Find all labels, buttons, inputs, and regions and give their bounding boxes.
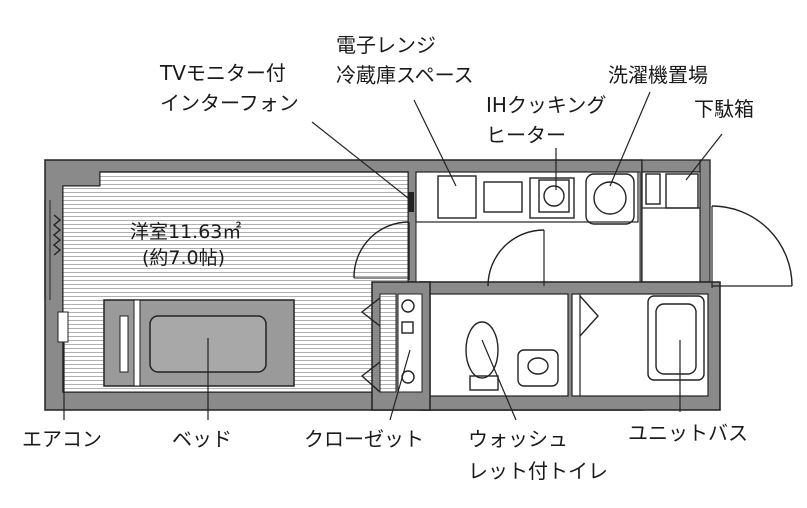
entrance-door — [711, 205, 793, 288]
label-toilet-line2: レット付トイレ — [468, 459, 608, 483]
room-name-area: 洋室11.63㎡ — [130, 220, 241, 243]
label-ih-line1: IHクッキング — [486, 93, 606, 117]
kitchen-area — [415, 171, 641, 283]
bedroom-door — [353, 221, 410, 280]
toilet — [465, 321, 559, 391]
label-shoe-box: 下駄箱 — [694, 97, 754, 121]
bed — [103, 299, 295, 387]
label-microwave-line2: 冷蔵庫スペース — [336, 63, 474, 87]
label-bed: ベッド — [172, 427, 232, 451]
label-toilet-line1: ウォッシュ — [468, 427, 568, 451]
leader-lines — [63, 91, 723, 421]
label-tv-line2: インターフォン — [160, 91, 299, 115]
label-unit-bath: ユニットバス — [628, 421, 748, 445]
label-washer: 洗濯機置場 — [608, 63, 708, 87]
kitchen-appliances — [437, 173, 635, 225]
label-tv-line1: TVモニター付 — [159, 61, 286, 85]
label-aircon: エアコン — [22, 427, 102, 451]
intercom-icon — [408, 192, 414, 212]
entrance — [641, 159, 711, 293]
closet — [360, 281, 431, 411]
label-closet: クローゼット — [304, 427, 424, 451]
wet-area-walls — [419, 281, 721, 411]
toilet-door — [487, 229, 545, 287]
room-tatami: (約7.0帖) — [142, 247, 225, 269]
unit-bath — [579, 294, 705, 396]
shoe-box — [645, 173, 699, 209]
air-conditioner — [44, 200, 69, 343]
label-ih-line2: ヒーター — [486, 123, 566, 147]
label-microwave-line1: 電子レンジ — [336, 33, 436, 57]
